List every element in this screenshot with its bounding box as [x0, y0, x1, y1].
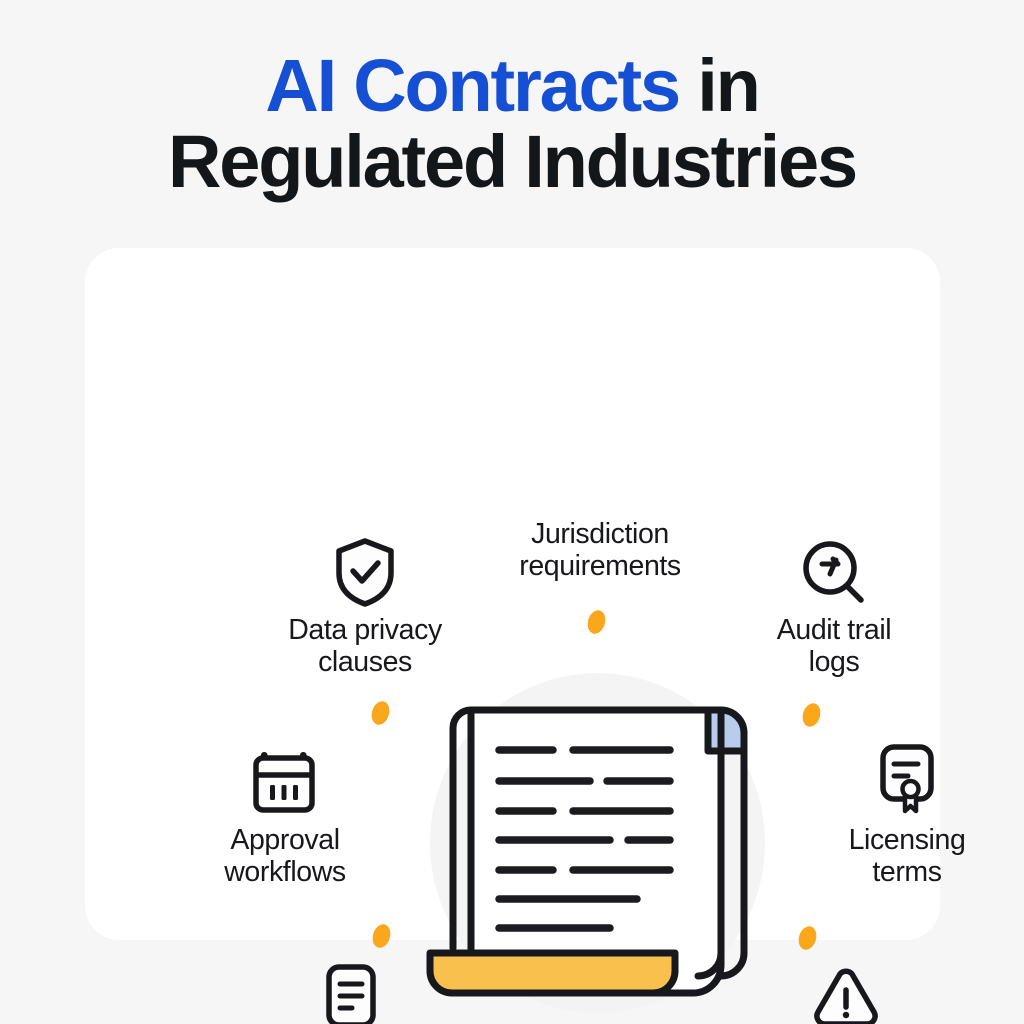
node-label-line-1: Approval: [230, 824, 340, 856]
node-label: Licensing terms: [787, 824, 1024, 888]
node-licensing-terms: Licensing terms: [787, 740, 1024, 888]
node-label-line-1: Licensing: [848, 824, 966, 856]
node-label-line-1: Jurisdiction: [531, 518, 669, 550]
calendar-icon: [165, 740, 405, 818]
title-line-2: Regulated Industries: [168, 120, 858, 204]
contract-scroll-illustration: [425, 680, 775, 1018]
document-lines-icon: [231, 954, 471, 1024]
accent-dot: [795, 924, 820, 952]
node-audit-trail: Audit trail logs: [714, 530, 954, 678]
content-card: Data privacy clauses Jurisdiction requir…: [85, 248, 966, 1024]
node-data-privacy: Data privacy clauses: [245, 530, 485, 678]
node-label: Audit trail logs: [714, 614, 954, 678]
node-regulatory-disclosures-right: Regulatory disclosures: [726, 954, 966, 1024]
node-label-line-1: Data privacy: [288, 614, 442, 646]
certificate-seal-icon: [787, 740, 1024, 818]
node-retention-policies: Retention policies: [231, 954, 471, 1024]
warning-triangle-icon: [726, 954, 966, 1024]
node-jurisdiction: Jurisdiction requirements: [478, 518, 722, 582]
accent-dot: [369, 922, 394, 950]
accent-dot: [368, 699, 393, 727]
node-label-line-2: workflows: [224, 856, 346, 889]
node-approval-workflows: Approval workflows: [165, 740, 405, 888]
node-label-line-2: requirements: [519, 550, 681, 583]
node-label: Approval workflows: [165, 824, 405, 888]
magnifier-clock-icon: [714, 530, 954, 608]
page-title: AI Contracts in Regulated Industries: [0, 47, 1024, 204]
node-label: Jurisdiction requirements: [478, 518, 722, 582]
node-label-line-2: terms: [872, 856, 942, 889]
node-label-line-1: Audit trail: [776, 614, 892, 646]
node-label-line-2: logs: [808, 646, 860, 679]
shield-check-icon: [245, 530, 485, 608]
node-label-line-2: clauses: [318, 646, 412, 679]
accent-dot: [799, 701, 824, 729]
accent-dot: [584, 608, 609, 636]
title-line-1: AI Contracts in: [0, 47, 1024, 124]
title-line-1-rest: in: [678, 44, 761, 127]
title-accent-text: AI Contracts: [265, 44, 681, 127]
node-label: Data privacy clauses: [245, 614, 485, 678]
